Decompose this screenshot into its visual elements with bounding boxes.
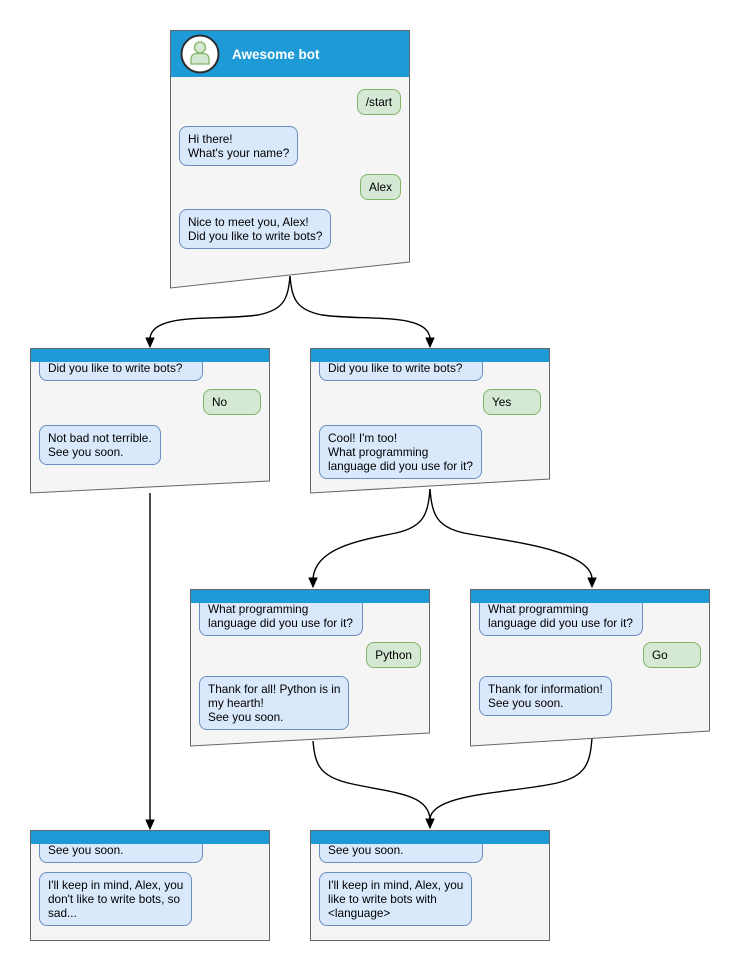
window-title-bar (191, 590, 429, 603)
bot-message-bubble[interactable]: Nice to meet you, Alex! Did you like to … (179, 209, 332, 249)
window-title-bar (311, 831, 549, 844)
user-message-bubble[interactable]: Yes (483, 389, 541, 415)
chat-window-branch-no[interactable]: Did you like to write bots? No Not bad n… (30, 348, 270, 494)
bot-message-bubble[interactable]: Thank for information! See you soon. (479, 676, 612, 716)
chat-window-lang-go[interactable]: What programming language did you use fo… (470, 589, 710, 747)
user-message-bubble[interactable]: Python (366, 642, 421, 668)
bot-message-bubble[interactable]: Hi there! What's your name? (179, 126, 299, 166)
chat-window-end-no[interactable]: See you soon. I'll keep in mind, Alex, y… (30, 830, 270, 941)
edge-no-to-end (145, 493, 155, 831)
user-message-bubble[interactable]: Go (643, 642, 701, 668)
chat-window-branch-yes[interactable]: Did you like to write bots? Yes Cool! I'… (310, 348, 550, 494)
window-title-bar (31, 831, 269, 844)
edge-yes-to-python (308, 488, 431, 589)
user-message-bubble[interactable]: Alex (360, 174, 401, 200)
bot-message-bubble[interactable]: I'll keep in mind, Alex, you like to wri… (319, 872, 473, 926)
bot-message-bubble[interactable]: Cool! I'm too! What programming language… (319, 425, 482, 479)
edge-start-to-no (145, 275, 291, 349)
window-header: Awesome bot (171, 31, 409, 77)
bot-message-bubble[interactable]: Not bad not terrible. See you soon. (39, 425, 161, 465)
chat-window-lang-python[interactable]: What programming language did you use fo… (190, 589, 430, 747)
edge-go-to-end (425, 737, 593, 830)
bot-title: Awesome bot (232, 46, 320, 62)
bot-message-bubble[interactable]: I'll keep in mind, Alex, you don't like … (39, 872, 193, 926)
edge-yes-to-go (429, 488, 597, 589)
user-message-bubble[interactable]: /start (356, 89, 401, 115)
chat-window-end-lang[interactable]: See you soon. I'll keep in mind, Alex, y… (310, 830, 550, 941)
window-title-bar (471, 590, 709, 603)
chat-window-start[interactable]: Awesome bot /start Hi there! What's your… (170, 30, 410, 289)
bot-avatar-icon (180, 34, 220, 74)
window-title-bar (31, 349, 269, 362)
user-message-bubble[interactable]: No (203, 389, 261, 415)
edge-start-to-yes (289, 275, 435, 349)
edge-python-to-end (312, 740, 431, 820)
bot-message-bubble[interactable]: Thank for all! Python is in my hearth! S… (199, 676, 350, 730)
window-title-bar (311, 349, 549, 362)
